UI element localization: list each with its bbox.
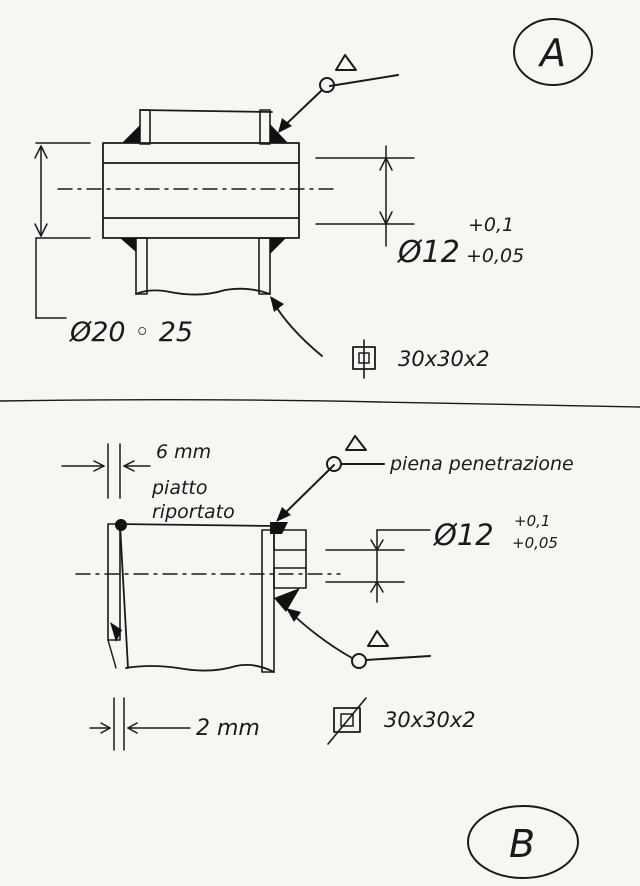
bore-tol-lower: +0,05 [466,245,524,267]
panel-b-tol-lower: +0,05 [512,534,558,552]
outer-diameter-label: Ø20 ◦ 25 [69,317,193,348]
panel-a-label: A [537,31,566,75]
gap-dimension: 2 mm [89,697,260,751]
weld-triangle-icon [367,630,389,647]
panel-b-bore-dimension: Ø12 +0,1 +0,05 [325,512,558,603]
weld-fillet-top-left [122,125,140,143]
weld-triangle-icon [345,435,367,451]
panel-a: A [34,18,593,379]
weld-bead-bottom-left [110,622,122,642]
horizontal-tube-section [57,142,339,239]
panel-b-left-wall [107,519,129,669]
plate-note-line1: piatto [151,477,208,499]
weld-triangle-icon [335,54,357,71]
panel-a-profile-leader [270,296,323,357]
panel-a-profile-label: 30x30x2 [398,347,490,371]
panel-b-bore-label: Ø12 [433,518,494,552]
panel-a-weld-leader [278,54,399,133]
panel-b-weld-leader: piena penetrazione [276,435,574,522]
vertical-tube-lower [135,237,271,296]
panel-a-badge: A [513,18,593,86]
break-line [135,287,271,296]
panel-a-profile-callout: 30x30x2 [352,339,490,379]
outer-diameter-dimension: Ø20 ◦ 25 [34,142,193,348]
weld-bead-top-left [115,519,127,531]
plate-note-line2: riportato [152,501,235,523]
break-line [125,663,275,673]
panel-b-profile-label: 30x30x2 [384,708,476,732]
leader-arrowhead-icon [270,296,284,312]
gap-dimension-label: 2 mm [196,716,260,741]
panel-b-bottom-weld-leader [286,608,431,669]
weld-fillet-bottom-left [120,238,136,252]
panel-b-badge: B [467,805,579,879]
bore-diameter-dimension: Ø12 +0,1 +0,05 [315,145,524,270]
panel-divider [0,399,640,408]
leader-arrowhead-icon [276,507,291,522]
leader-arrowhead-icon [286,608,301,622]
weld-note-label: piena penetrazione [389,453,574,475]
panel-b-right-wall [261,522,307,673]
tube-top-edge [119,523,275,527]
plate-width-label: 6 mm [156,441,211,463]
panel-b-label: B [509,822,535,866]
bore-diameter-label: Ø12 [396,235,460,270]
panel-b-tol-upper: +0,1 [514,512,550,530]
panel-b: 6 mm piatto riportato piena penetrazione [61,435,579,879]
panel-b-profile-callout: 30x30x2 [327,697,476,745]
bore-tol-upper: +0,1 [468,214,514,236]
weld-bead-top-right [270,522,288,534]
weld-fillet-bottom-right [270,238,286,254]
weld-fillet-top-right [270,124,288,143]
weld-bead-bottom-right [274,588,300,612]
plate-width-dimension: 6 mm piatto riportato [61,441,235,523]
leader-arrowhead-icon [278,118,292,133]
